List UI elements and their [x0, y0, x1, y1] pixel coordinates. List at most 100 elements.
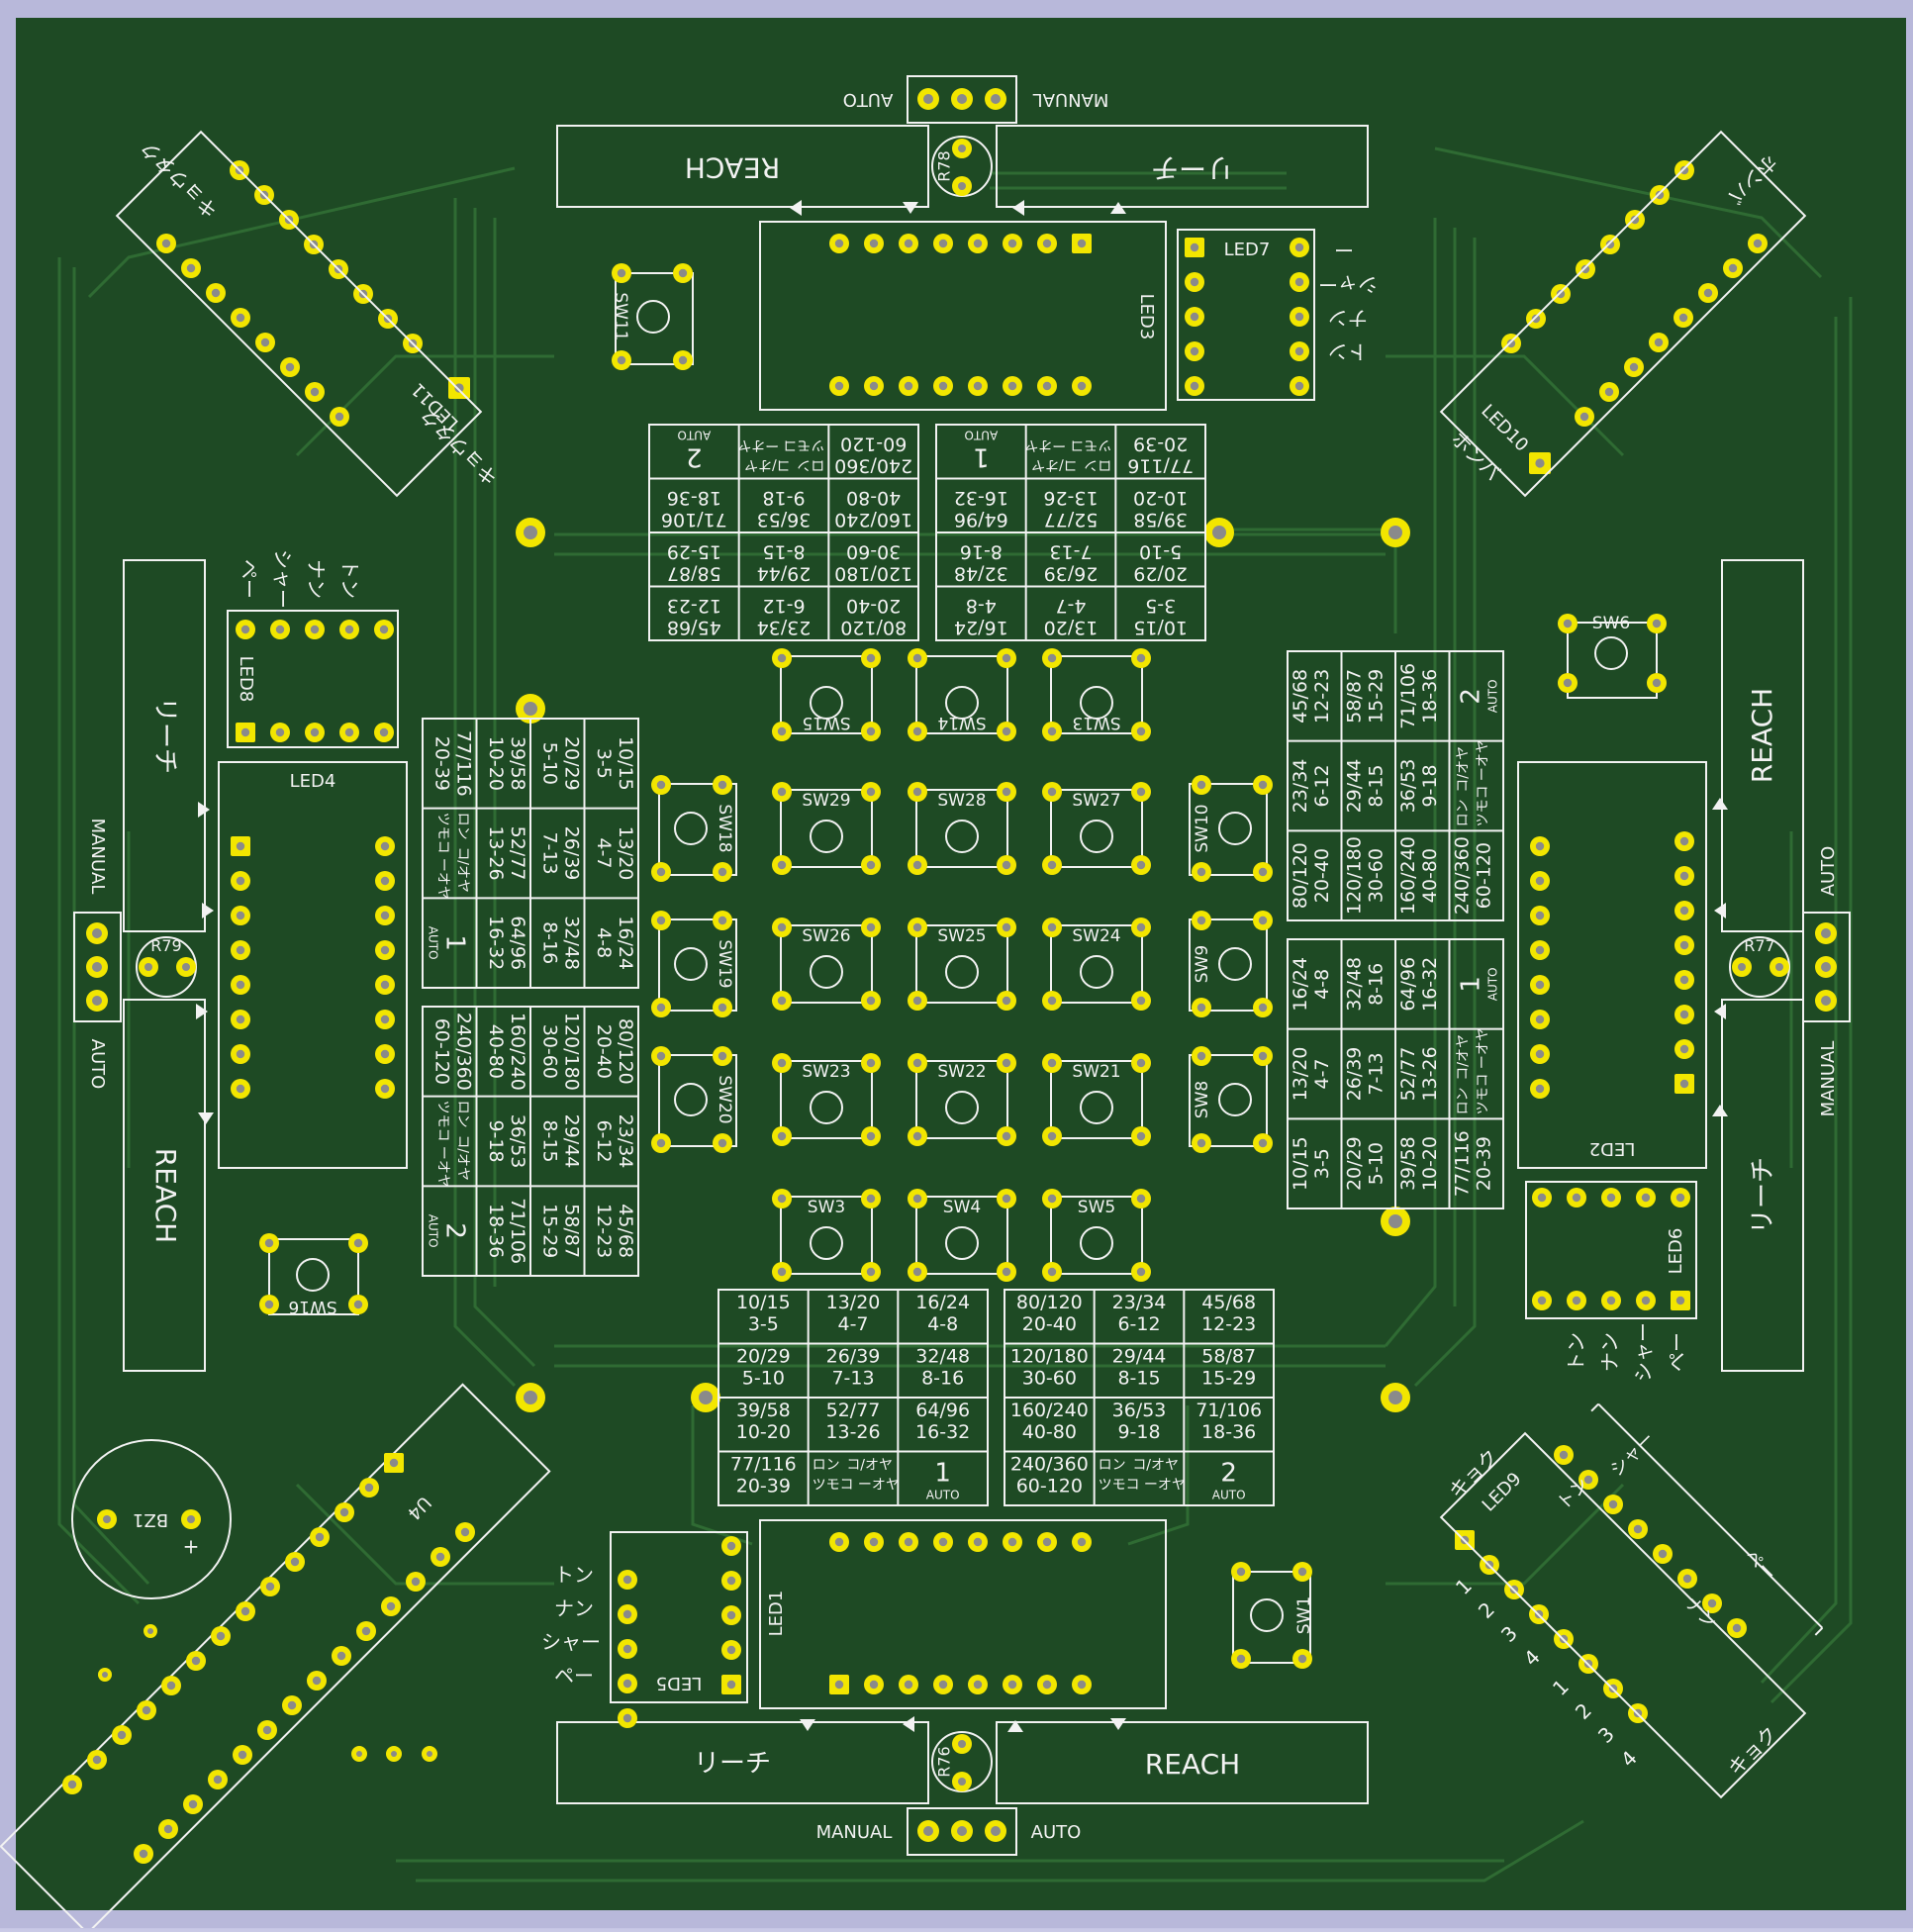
pin-pad: [1674, 160, 1694, 180]
switch-actuator[interactable]: [945, 1226, 979, 1260]
switch-pad: [997, 722, 1016, 741]
reach-window-bottom: [123, 999, 206, 1372]
switch-actuator[interactable]: [810, 1091, 843, 1124]
selector-pad[interactable]: [951, 1820, 973, 1842]
selector-pad[interactable]: [1815, 990, 1837, 1012]
selector-pad[interactable]: [917, 88, 939, 110]
switch-actuator[interactable]: [945, 686, 979, 720]
switch-actuator[interactable]: [1218, 947, 1252, 981]
switch-actuator[interactable]: [1218, 812, 1252, 845]
push-switch[interactable]: SW19: [651, 911, 737, 1017]
push-switch[interactable]: SW26: [772, 918, 881, 1011]
switch-actuator[interactable]: [810, 955, 843, 989]
selector-pad[interactable]: [917, 1820, 939, 1842]
bottom-mode-selector[interactable]: MANUAL AUTO: [816, 1807, 1082, 1856]
push-switch[interactable]: SW5: [1042, 1189, 1151, 1282]
score-cell-bottom: 3-5: [1311, 1148, 1333, 1179]
led4-pins-left: [231, 836, 250, 1099]
switch-actuator[interactable]: [945, 1091, 979, 1124]
selector-pad[interactable]: [86, 922, 108, 944]
resistor-pad: [952, 1734, 972, 1754]
led2-pins-left: [1530, 836, 1550, 1099]
reach-window-right: [996, 1721, 1369, 1804]
push-switch[interactable]: SW16: [259, 1233, 368, 1316]
switch-actuator[interactable]: [1080, 1226, 1113, 1260]
pin-pad: [721, 1675, 741, 1694]
push-switch[interactable]: SW27: [1042, 782, 1151, 875]
pin-pad: [721, 1605, 741, 1625]
push-switch[interactable]: SW1: [1231, 1562, 1314, 1669]
score-cell-bottom: 15-29: [1201, 1368, 1256, 1390]
switch-actuator[interactable]: [674, 1083, 708, 1116]
push-switch[interactable]: SW14: [908, 648, 1016, 741]
led10-pins-b: [1575, 234, 1768, 427]
switch-pad: [772, 1126, 792, 1146]
push-switch[interactable]: SW6: [1558, 614, 1667, 699]
switch-actuator[interactable]: [1080, 820, 1113, 853]
push-switch[interactable]: SW25: [908, 918, 1016, 1011]
pin-pad: [375, 836, 395, 856]
push-switch[interactable]: SW18: [651, 775, 737, 882]
push-switch[interactable]: SW3: [772, 1189, 881, 1282]
led6-ref: LED6: [1666, 1228, 1686, 1275]
pin-pad: [1192, 775, 1211, 795]
push-switch[interactable]: SW9: [1189, 911, 1273, 1017]
switch-ref: SW10: [1193, 804, 1212, 852]
selector-pad[interactable]: [86, 990, 108, 1012]
left-mode-selector[interactable]: MANUAL AUTO: [73, 819, 122, 1090]
led3-pins-bottom: [829, 376, 1092, 396]
switch-actuator[interactable]: [1250, 1598, 1284, 1632]
switch-pad: [861, 722, 881, 741]
selector-pad[interactable]: [1815, 956, 1837, 978]
top-mode-selector[interactable]: AUTO MANUAL: [843, 75, 1109, 124]
switch-actuator[interactable]: [1080, 955, 1113, 989]
push-switch[interactable]: SW10: [1189, 775, 1273, 882]
switch-pad: [772, 1189, 792, 1208]
switch-actuator[interactable]: [1594, 636, 1628, 670]
switch-actuator[interactable]: [1080, 1091, 1113, 1124]
pin-pad: [1647, 673, 1667, 693]
switch-actuator[interactable]: [636, 300, 670, 334]
push-switch[interactable]: SW11: [611, 263, 694, 370]
selector-pad[interactable]: [86, 956, 108, 978]
switch-pad: [908, 1189, 927, 1208]
selector-pad[interactable]: [985, 1820, 1006, 1842]
direction-triangle: [1012, 200, 1024, 216]
switch-actuator[interactable]: [674, 947, 708, 981]
selector-pad[interactable]: [951, 88, 973, 110]
reach-window-bottom: [1721, 999, 1804, 1372]
selector-pad[interactable]: [1815, 922, 1837, 944]
switch-pad: [1042, 1262, 1062, 1282]
push-switch[interactable]: SW21: [1042, 1053, 1151, 1146]
push-switch[interactable]: SW8: [1189, 1046, 1273, 1153]
selector-pad[interactable]: [985, 88, 1006, 110]
trace: [295, 354, 554, 457]
push-switch[interactable]: SW13: [1042, 648, 1151, 741]
switch-actuator[interactable]: [1218, 1083, 1252, 1116]
pin-pad: [1698, 283, 1718, 303]
switch-actuator[interactable]: [810, 686, 843, 720]
switch-actuator[interactable]: [945, 820, 979, 853]
switch-actuator[interactable]: [810, 820, 843, 853]
switch-actuator[interactable]: [810, 1226, 843, 1260]
switch-actuator[interactable]: [296, 1258, 330, 1292]
score-cell-top: 13/20: [1290, 1047, 1311, 1102]
score-tables: 10/153-513/204-716/244-820/295-1026/397-…: [422, 424, 1504, 1506]
pin-pad: [1231, 1562, 1251, 1582]
switch-actuator[interactable]: [1080, 686, 1113, 720]
right-mode-selector[interactable]: AUTO MANUAL: [1802, 846, 1851, 1117]
push-switch[interactable]: SW22: [908, 1053, 1016, 1146]
pin-pad: [1185, 376, 1204, 396]
push-switch[interactable]: SW24: [1042, 918, 1151, 1011]
push-switch[interactable]: SW28: [908, 782, 1016, 875]
score-cell-top: 58/87: [561, 1204, 583, 1258]
push-switch[interactable]: SW20: [651, 1046, 737, 1153]
push-switch[interactable]: SW15: [772, 648, 881, 741]
switch-actuator[interactable]: [945, 955, 979, 989]
push-switch[interactable]: SW4: [908, 1189, 1016, 1282]
push-switch[interactable]: SW29: [772, 782, 881, 875]
push-switch[interactable]: SW23: [772, 1053, 881, 1146]
switch-actuator[interactable]: [674, 812, 708, 845]
